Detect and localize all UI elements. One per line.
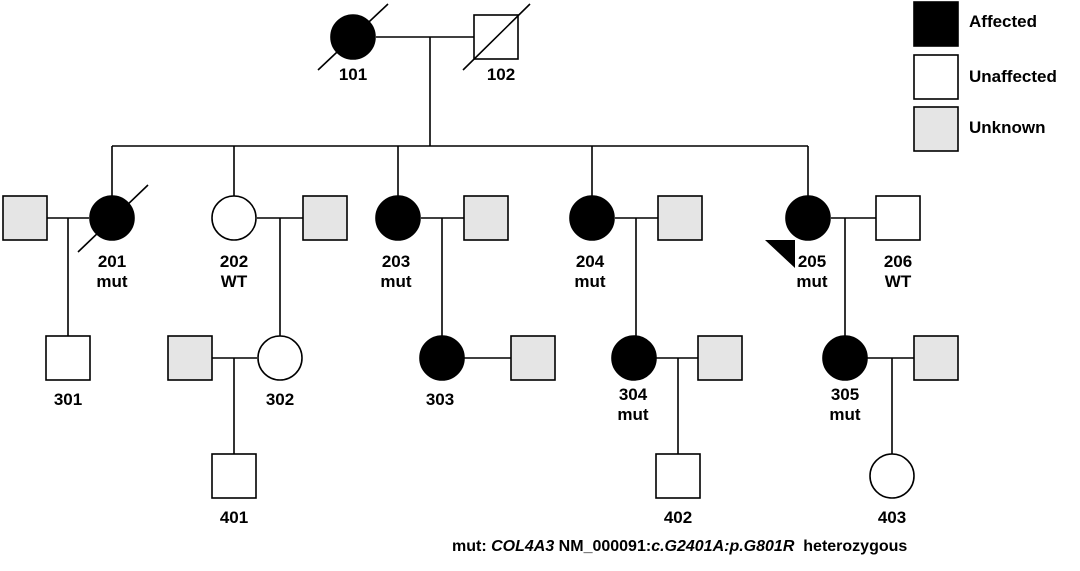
spouse-unknown-302[interactable] bbox=[167, 335, 213, 381]
id-label: 204 bbox=[576, 252, 605, 271]
legend-label-unaffected: Unaffected bbox=[969, 67, 1057, 86]
unaffected-female-symbol bbox=[211, 195, 257, 241]
id-label: 101 bbox=[339, 65, 367, 84]
unaffected-female-symbol bbox=[869, 453, 915, 499]
affected-female-symbol bbox=[785, 195, 831, 241]
unaffected-female-symbol bbox=[257, 335, 303, 381]
individual-301[interactable]: 301 bbox=[45, 335, 91, 409]
spouse-unknown-303[interactable] bbox=[510, 335, 556, 381]
legend-item-unknown: Unknown bbox=[913, 106, 1046, 152]
spouse-unknown-305[interactable] bbox=[913, 335, 959, 381]
legend: Affected Unaffected Unknown bbox=[913, 1, 1057, 152]
individual-402[interactable]: 402 bbox=[655, 453, 701, 527]
variant-notation: c.G2401A:p.G801R bbox=[651, 538, 795, 555]
legend-label-unknown: Unknown bbox=[969, 118, 1046, 137]
id-label: 401 bbox=[220, 508, 248, 527]
genotype-label: mut bbox=[574, 272, 606, 291]
individual-205[interactable]: 205 mut bbox=[765, 195, 831, 291]
id-label: 303 bbox=[426, 390, 454, 409]
spouse-unknown-304[interactable] bbox=[697, 335, 743, 381]
id-label: 403 bbox=[878, 508, 906, 527]
individual-203[interactable]: 203 mut bbox=[375, 195, 421, 291]
deceased-slash bbox=[77, 184, 149, 253]
proband-arrow-icon bbox=[765, 240, 795, 268]
id-label: 102 bbox=[487, 65, 515, 84]
id-label: 301 bbox=[54, 390, 82, 409]
unaffected-male-symbol bbox=[211, 453, 257, 499]
pedigree-lines bbox=[47, 36, 914, 454]
unaffected-male-symbol bbox=[655, 453, 701, 499]
unaffected-swatch bbox=[913, 54, 959, 100]
gene-name: COL4A3 bbox=[491, 538, 555, 555]
genotype-label: mut bbox=[829, 405, 861, 424]
affected-female-symbol bbox=[611, 335, 657, 381]
individual-202[interactable]: 202 WT bbox=[211, 195, 257, 291]
footnote-prefix: mut: bbox=[452, 538, 492, 555]
individual-304[interactable]: 304 mut bbox=[611, 335, 657, 424]
individual-305[interactable]: 305 mut bbox=[822, 335, 868, 424]
individual-206[interactable]: 206 WT bbox=[875, 195, 921, 291]
genotype-label: mut bbox=[96, 272, 128, 291]
affected-female-symbol bbox=[419, 335, 465, 381]
spouse-unknown-204[interactable] bbox=[657, 195, 703, 241]
individual-302[interactable]: 302 bbox=[257, 335, 303, 409]
id-label: 206 bbox=[884, 252, 912, 271]
affected-female-symbol bbox=[822, 335, 868, 381]
individual-303[interactable]: 303 bbox=[419, 335, 465, 409]
unaffected-male-symbol bbox=[45, 335, 91, 381]
id-label: 201 bbox=[98, 252, 126, 271]
zygosity: heterozygous bbox=[803, 538, 908, 555]
spouse-unknown-201[interactable] bbox=[2, 195, 48, 241]
spouse-unknown-203[interactable] bbox=[463, 195, 509, 241]
id-label: 305 bbox=[831, 385, 859, 404]
id-label: 202 bbox=[220, 252, 248, 271]
affected-female-symbol bbox=[569, 195, 615, 241]
individual-403[interactable]: 403 bbox=[869, 453, 915, 527]
individual-201[interactable]: 201 mut bbox=[77, 184, 149, 291]
legend-item-affected: Affected bbox=[913, 1, 1037, 47]
genotype-label: mut bbox=[796, 272, 828, 291]
affected-female-symbol bbox=[375, 195, 421, 241]
id-label: 402 bbox=[664, 508, 692, 527]
affected-swatch bbox=[913, 1, 959, 47]
spouse-unknown-202[interactable] bbox=[302, 195, 348, 241]
genotype-label: WT bbox=[221, 272, 248, 291]
id-label: 302 bbox=[266, 390, 294, 409]
unknown-swatch bbox=[913, 106, 959, 152]
deceased-slash bbox=[317, 3, 389, 71]
legend-label-affected: Affected bbox=[969, 12, 1037, 31]
genotype-label: mut bbox=[617, 405, 649, 424]
individual-101[interactable]: 101 bbox=[317, 3, 389, 84]
legend-item-unaffected: Unaffected bbox=[913, 54, 1057, 100]
genotype-label: WT bbox=[885, 272, 912, 291]
id-label: 304 bbox=[619, 385, 648, 404]
individual-102[interactable]: 102 bbox=[462, 3, 531, 84]
deceased-slash bbox=[462, 3, 531, 71]
individual-204[interactable]: 204 mut bbox=[569, 195, 615, 291]
id-label: 205 bbox=[798, 252, 826, 271]
transcript-id: NM_000091: bbox=[554, 538, 652, 555]
individual-401[interactable]: 401 bbox=[211, 453, 257, 527]
unaffected-male-symbol bbox=[875, 195, 921, 241]
genotype-label: mut bbox=[380, 272, 412, 291]
id-label: 203 bbox=[382, 252, 410, 271]
mutation-footnote: mut: COL4A3 NM_000091:c.G2401A:p.G801R h… bbox=[452, 538, 907, 556]
